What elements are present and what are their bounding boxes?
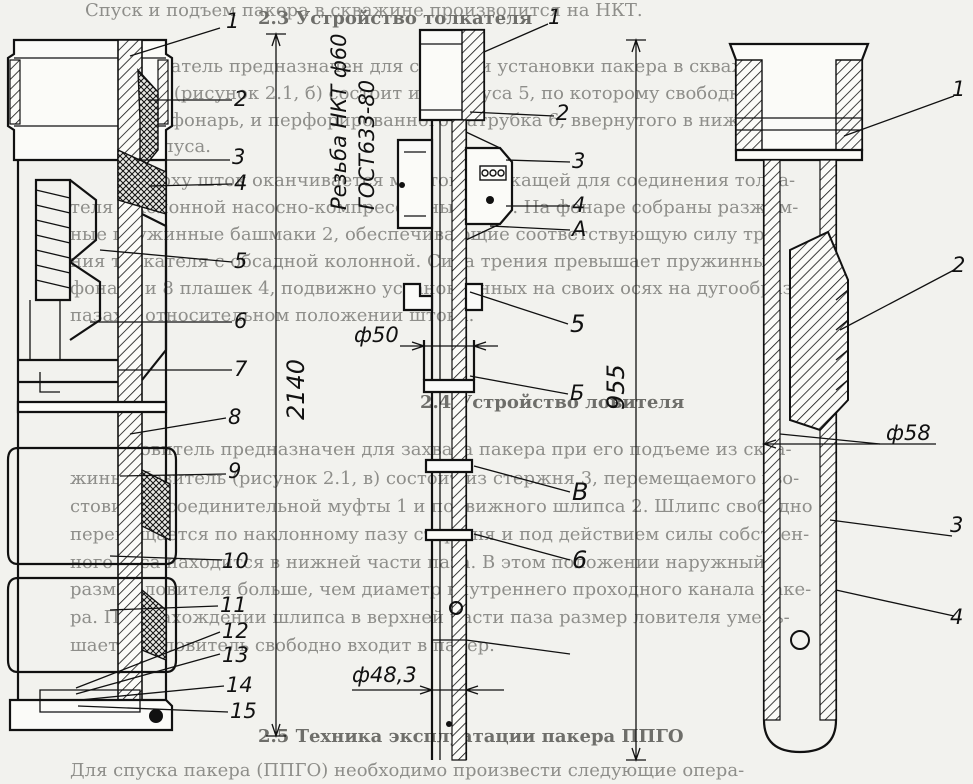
pusher-label-4: 4: [572, 193, 585, 217]
packer-label-1: 1: [226, 9, 239, 33]
packer-label-10: 10: [222, 549, 249, 573]
catcher-label-3: 3: [950, 513, 963, 537]
bg-line: ные пружинные башмаки 2, обеспечивающие …: [70, 224, 781, 245]
pusher-label-V: 6: [572, 546, 587, 574]
bg-line: фонарь и 8 плашек 4, подвижно установлен…: [70, 278, 829, 299]
bg-line: ра. При нахождении шлипса в верхней част…: [70, 607, 790, 628]
pusher-label-5b: Б: [570, 381, 584, 405]
bg-heading: 2.3 Устройство толкателя: [258, 8, 532, 29]
packer-label-14: 14: [226, 673, 253, 697]
catcher-label-1: 1: [952, 77, 965, 101]
pusher-label-B: В: [572, 478, 588, 506]
bg-line: ния толкателя с обсадной колонной. Сила …: [70, 251, 779, 272]
packer-label-3: 3: [232, 145, 245, 169]
bg-heading: 2.4 Устройство ловителя: [420, 392, 684, 413]
packer-label-4: 4: [234, 171, 247, 195]
packer-drawing: 1 2 3 4 5 6 7 8 9 10 11 12 13 14 15 2140: [6, 9, 310, 739]
bg-heading: 2.5 Техника эксплуатации пакера ППГО: [258, 726, 684, 747]
bg-line: теля с колонной насосно-компрессорных тр…: [70, 197, 798, 218]
packer-length-dimension: 2140: [282, 359, 310, 420]
packer-label-13: 13: [222, 643, 249, 667]
catcher-label-4: 4: [950, 605, 963, 629]
pusher-label-5: A: [570, 217, 586, 241]
packer-label-9: 9: [228, 459, 241, 483]
pusher-drawing: Резьба НКТ ф60 ГОСТ633-80 ф50: [327, 5, 646, 763]
catcher-label-2: 2: [952, 253, 965, 277]
pusher-diameter-dimension: ф50: [354, 323, 399, 347]
catcher-diameter-dimension: ф58: [886, 421, 931, 445]
bg-line: ного веса находится в нижней части паза.…: [70, 552, 765, 573]
packer-label-5: 5: [234, 249, 247, 273]
packer-label-6: 6: [234, 309, 247, 333]
pusher-label-A: 5: [570, 310, 585, 338]
bg-line: Спуск и подъем пакера в скважине произво…: [85, 0, 643, 21]
packer-label-8: 8: [228, 405, 241, 429]
packer-label-15: 15: [230, 699, 257, 723]
packer-label-7: 7: [234, 357, 248, 381]
slip-teeth: [34, 178, 102, 341]
catcher-length-dimension: 955: [602, 364, 630, 410]
packer-label-12: 12: [222, 619, 249, 643]
thread-label: Резьба НКТ ф60: [327, 33, 351, 210]
packer-label-2: 2: [234, 87, 247, 111]
packer-label-11: 11: [220, 593, 247, 617]
pusher-bottom-diameter-dimension: ф48,3: [352, 663, 417, 687]
catcher-drawing: ф58 1 2 3 4: [728, 42, 965, 754]
pusher-label-3: 3: [572, 149, 585, 173]
gost-label: ГОСТ633-80: [355, 80, 379, 210]
bg-line: пазах в относительном положении штока.: [70, 305, 474, 326]
bg-line: Для спуска пакера (ППГО) необходимо прои…: [70, 760, 744, 781]
bg-line: стовика с соединительной муфты 1 и подви…: [70, 496, 813, 517]
pusher-label-1: 1: [548, 5, 561, 29]
pusher-label-2: 2: [556, 101, 569, 125]
bg-line: жины. Ловитель (рисунок 2.1, в) состоит …: [70, 468, 799, 489]
